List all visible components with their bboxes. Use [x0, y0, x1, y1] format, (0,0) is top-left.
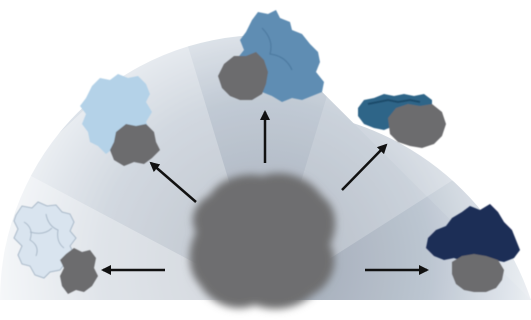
protein-panel-1 — [13, 201, 98, 294]
navy-protein-icon — [426, 204, 520, 262]
gray-domain — [218, 52, 268, 100]
protein-panel-5 — [426, 204, 520, 292]
protein-panel-3 — [218, 10, 324, 102]
protein-panel-2 — [80, 74, 160, 166]
arrow-upper-left — [149, 161, 197, 203]
gray-domain — [60, 248, 98, 294]
protein-panel-4 — [358, 94, 446, 148]
arrows — [101, 110, 429, 275]
gray-domain — [110, 124, 160, 166]
arrow-upper-right — [341, 143, 388, 191]
gray-domain — [452, 254, 504, 292]
central-blob — [189, 173, 336, 309]
gray-domain — [388, 104, 446, 148]
